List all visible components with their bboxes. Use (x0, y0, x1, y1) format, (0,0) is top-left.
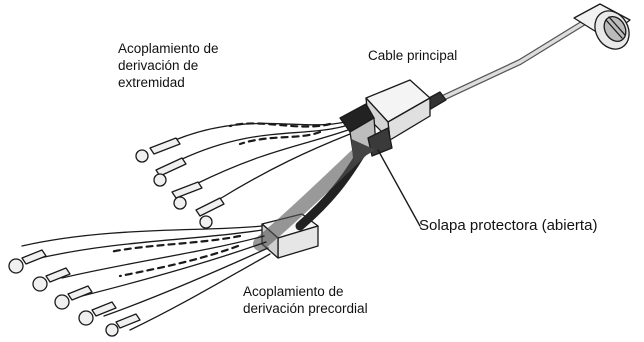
flap-leader-line (377, 149, 421, 227)
precordial-label-line-2: derivación precordial (243, 301, 368, 316)
limb-label-line-3: extremidad (118, 75, 185, 90)
precordial-label-line-1: Acoplamiento de (243, 284, 344, 299)
limb-lead-wires (174, 121, 351, 201)
insertion-arrow (253, 139, 375, 251)
limb-lead-coupling-label: Acoplamiento de derivación de extremidad (118, 40, 219, 91)
precordial-lead-coupling-label: Acoplamiento de derivación precordial (243, 283, 368, 317)
precordial-lead-wires (21, 225, 271, 331)
precordial-lead-clips (8, 249, 141, 337)
protective-flap-label: Solapa protectora (abierta) (419, 217, 598, 234)
limb-lead-clips (135, 137, 225, 229)
limb-label-line-2: derivación de (118, 58, 199, 73)
main-connector (573, 3, 631, 50)
limb-label-line-1: Acoplamiento de (118, 41, 219, 56)
main-cable-label: Cable principal (368, 48, 458, 63)
